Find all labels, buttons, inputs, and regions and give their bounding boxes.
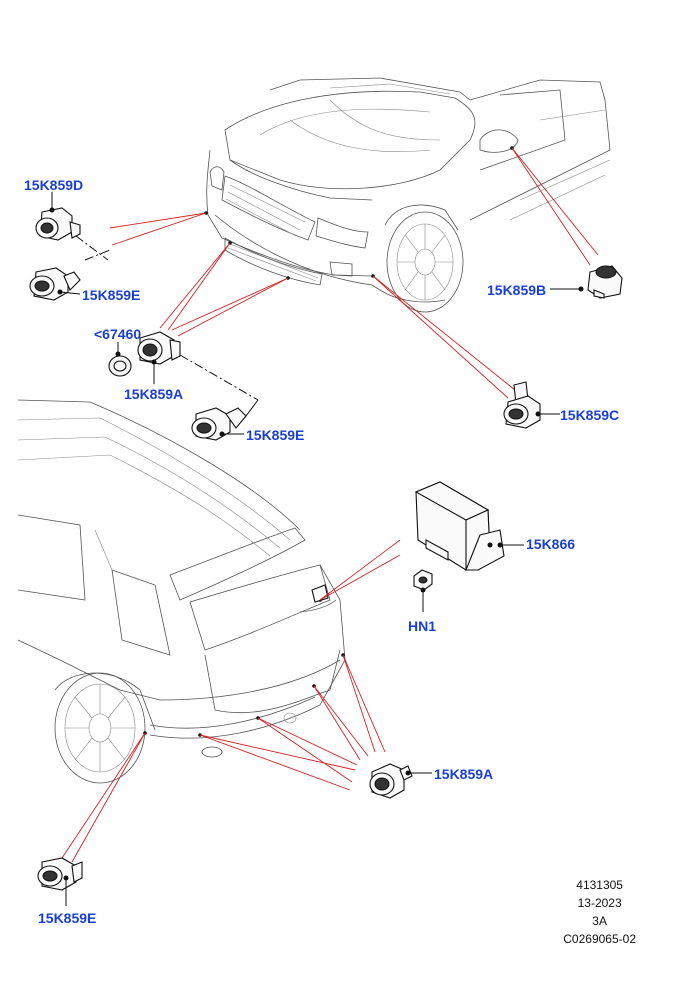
reference-catalog-code: C0269065-02 bbox=[563, 932, 636, 946]
sensor-15K859C-illustration[interactable] bbox=[503, 381, 560, 429]
callout-15K859E-front[interactable]: 15K859E bbox=[82, 287, 141, 303]
nut-HN1-illustration[interactable] bbox=[413, 569, 433, 612]
callout-15K859B[interactable]: 15K859B bbox=[487, 282, 547, 298]
sensor-15K859D-illustration[interactable] bbox=[35, 192, 81, 241]
retainer-67460-illustration[interactable] bbox=[108, 342, 132, 377]
callout-15K859C[interactable]: 15K859C bbox=[560, 407, 620, 423]
rear-vehicle-illustration bbox=[17, 399, 346, 784]
reference-number: 4131305 bbox=[576, 878, 623, 892]
front-vehicle-illustration bbox=[204, 77, 611, 313]
callout-HN1[interactable]: HN1 bbox=[408, 618, 437, 634]
dash-line-e-connector bbox=[84, 249, 111, 261]
sensor-15K859A-front-illustration[interactable] bbox=[137, 331, 181, 384]
callout-15K859E-front2[interactable]: 15K859E bbox=[246, 427, 305, 443]
sensor-15K859E-front2-illustration[interactable] bbox=[191, 399, 259, 441]
sensor-15K859E-front-illustration[interactable] bbox=[29, 267, 81, 301]
illustration-reference-block: 4131305 13-2023 3A C0269065-02 bbox=[563, 878, 636, 946]
sensor-15K859A-rear-illustration[interactable] bbox=[369, 763, 432, 799]
sensor-15K859B-illustration[interactable] bbox=[550, 265, 623, 299]
sensor-15K859E-rear-illustration[interactable] bbox=[37, 857, 83, 906]
reference-revision: 3A bbox=[592, 914, 607, 928]
control-module-15K866-illustration[interactable] bbox=[414, 481, 524, 571]
dash-line-a-to-e bbox=[179, 354, 259, 401]
callout-15K859A-front[interactable]: 15K859A bbox=[124, 386, 184, 402]
reference-date-code: 13-2023 bbox=[577, 896, 622, 910]
callout-15K859A-rear[interactable]: 15K859A bbox=[434, 766, 494, 782]
dash-line-d-to-e bbox=[75, 235, 109, 261]
callout-67460-retainer[interactable]: <67460 bbox=[94, 326, 142, 342]
callout-15K859D[interactable]: 15K859D bbox=[24, 177, 84, 193]
callout-15K859E-rear[interactable]: 15K859E bbox=[38, 910, 97, 926]
red-leader-lines bbox=[61, 147, 599, 863]
callout-15K866[interactable]: 15K866 bbox=[526, 536, 576, 552]
